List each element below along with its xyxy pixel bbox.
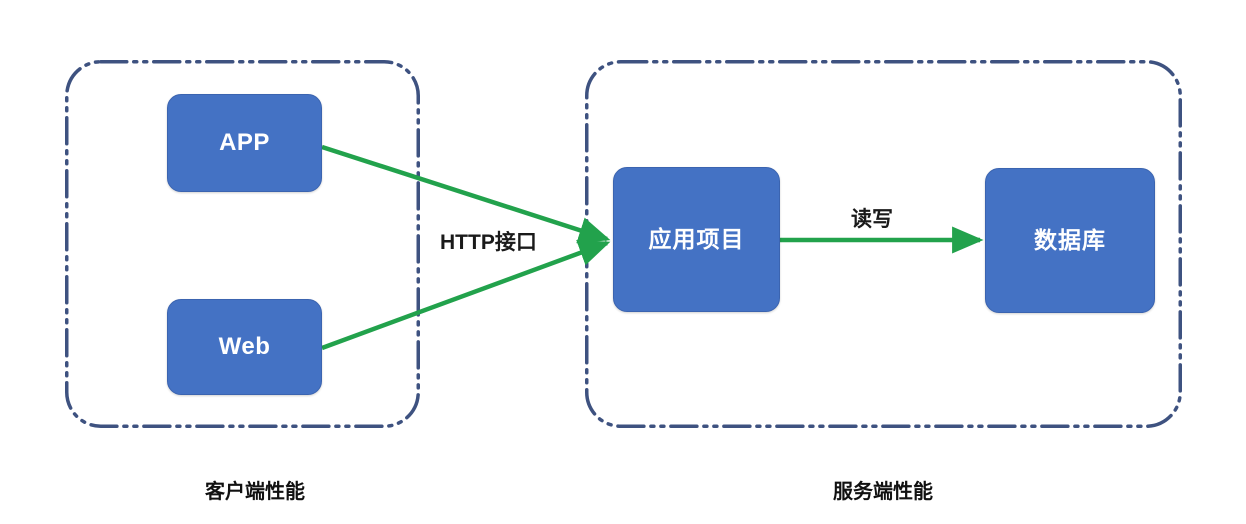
node-app[interactable]: APP	[167, 94, 322, 192]
caption-server-performance: 服务端性能	[833, 481, 933, 503]
node-backend-application[interactable]: 应用项目	[613, 167, 780, 312]
node-web[interactable]: Web	[167, 299, 322, 395]
edge-label-http-interface: HTTP接口	[440, 231, 537, 254]
caption-client-performance: 客户端性能	[205, 481, 305, 503]
node-app-label: APP	[219, 128, 270, 156]
edge-label-read-write: 读写	[851, 208, 893, 231]
node-web-label: Web	[218, 332, 271, 360]
node-database-label: 数据库	[1034, 226, 1106, 253]
node-backend-label: 应用项目	[648, 225, 745, 252]
node-database[interactable]: 数据库	[985, 168, 1155, 313]
